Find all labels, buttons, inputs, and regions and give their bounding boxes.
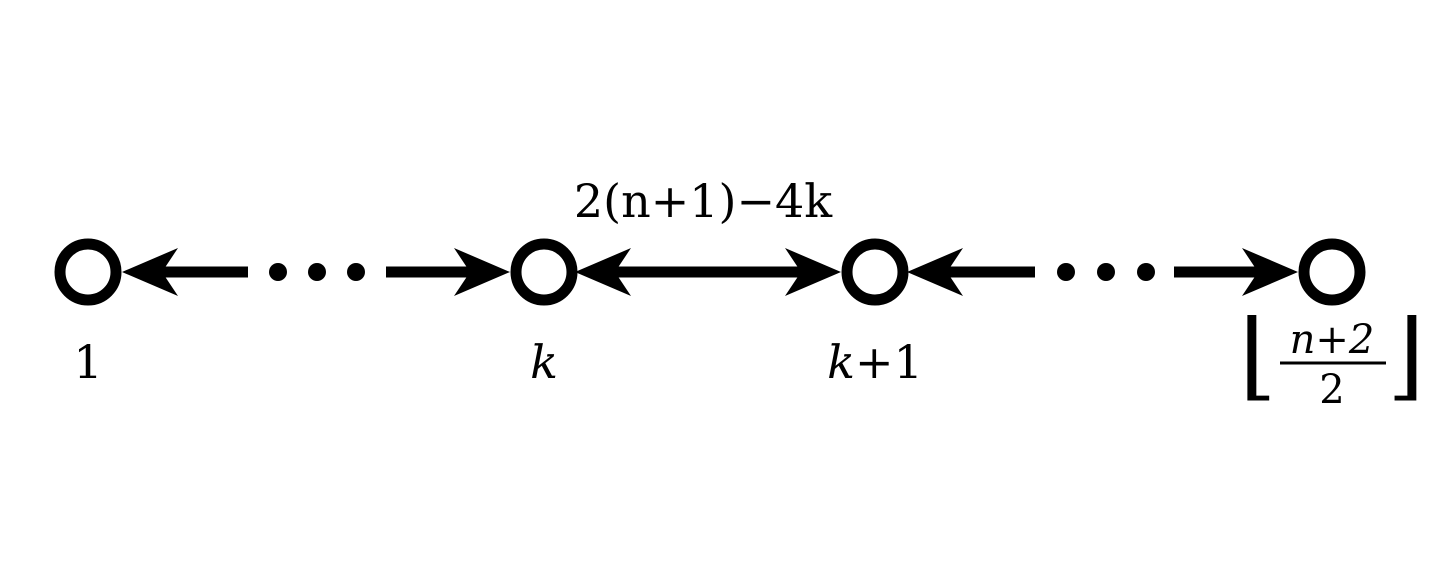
- ellipsis-dot: [347, 263, 365, 281]
- node-1-circle: [54, 238, 122, 306]
- arrowhead-right: [785, 248, 841, 296]
- fraction-numerator: n+2: [1290, 317, 1375, 363]
- edge-label: 2(n+1)−4k: [574, 174, 833, 228]
- arrowhead-right: [1242, 248, 1298, 296]
- arrowhead-right: [454, 248, 510, 296]
- ellipsis-dot: [269, 263, 287, 281]
- node-floor-label: ⌊ n+2 2 ⌋: [1239, 299, 1424, 413]
- node-1-label: 1: [73, 335, 102, 389]
- ellipsis-dot: [1137, 263, 1155, 281]
- node-k-circle: [510, 238, 578, 306]
- fraction-denominator: 2: [1319, 367, 1344, 413]
- arrowhead-left: [907, 248, 963, 296]
- edge-k-to-k-plus-1: [575, 248, 841, 296]
- node-k-plus-1-var: k: [827, 335, 855, 389]
- node-k-plus-1-circle: [841, 238, 909, 306]
- floor-left-bracket: ⌊: [1239, 299, 1276, 411]
- floor-right-bracket: ⌋: [1387, 299, 1424, 411]
- arrowhead-left: [575, 248, 631, 296]
- node-k-label: k: [530, 335, 558, 389]
- node-k-plus-1-label: k+1: [827, 335, 923, 389]
- edge-k-plus-1-to-floor: [907, 248, 1298, 296]
- ellipsis-dot: [308, 263, 326, 281]
- arrowhead-left: [122, 248, 178, 296]
- node-floor-circle: [1298, 238, 1366, 306]
- edge-1-to-k: [122, 248, 510, 296]
- ellipsis-dot: [1057, 263, 1075, 281]
- node-k-plus-1-rest: +1: [855, 335, 923, 389]
- ellipsis-dot: [1097, 263, 1115, 281]
